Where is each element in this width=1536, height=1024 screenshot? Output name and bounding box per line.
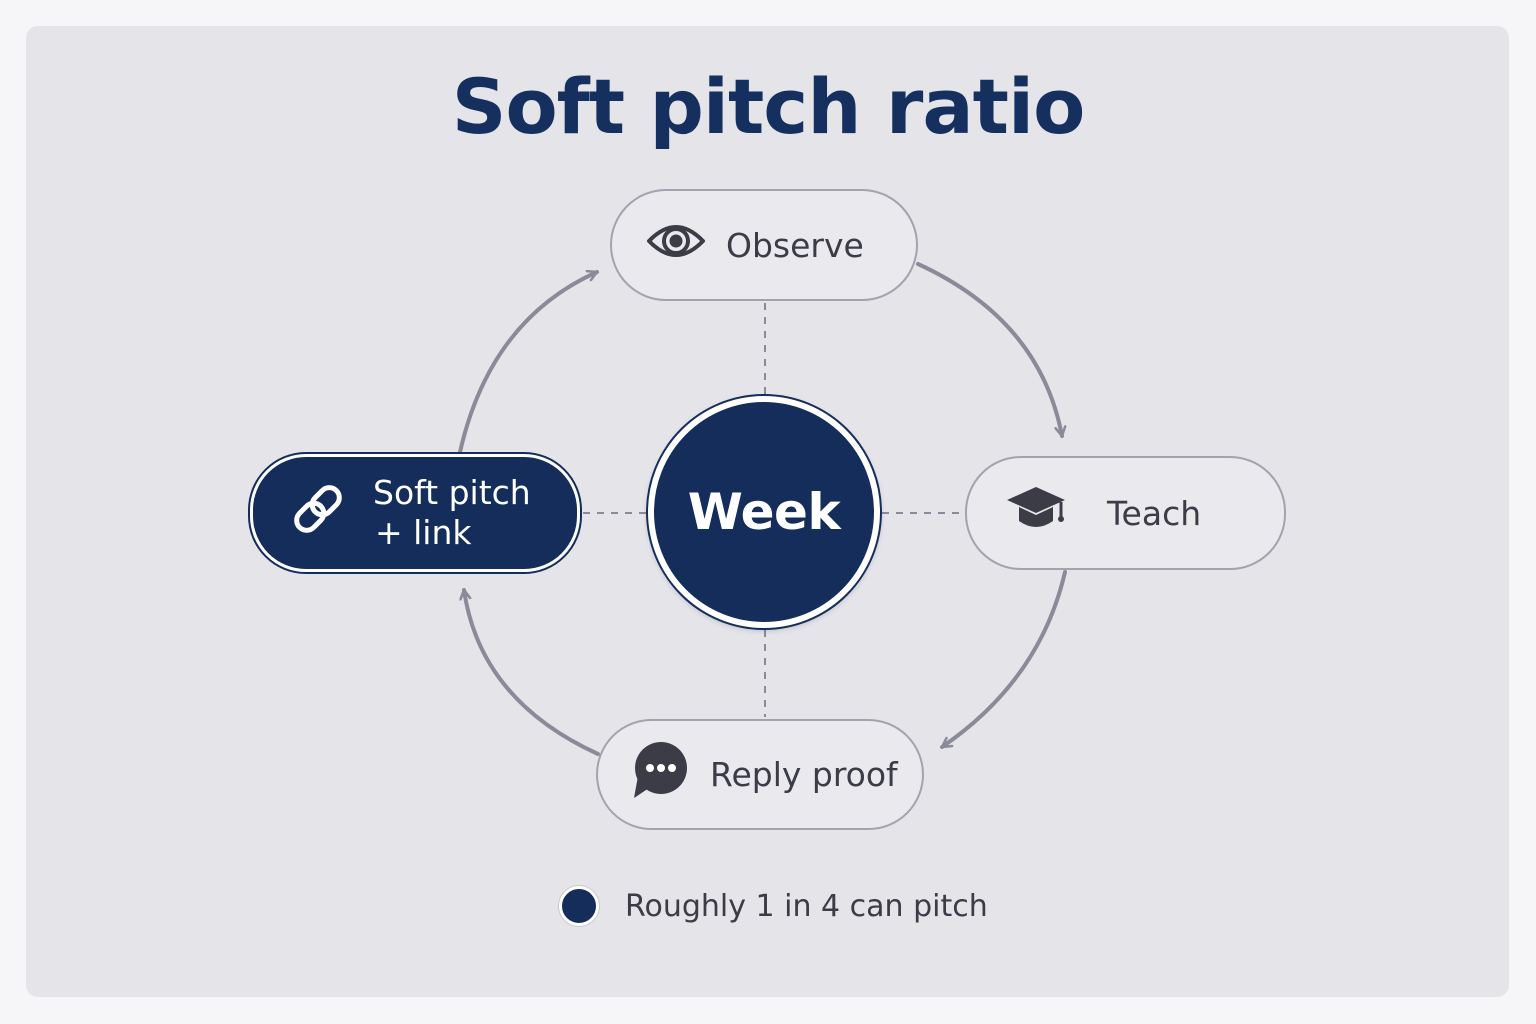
node-soft-pitch: Soft pitch + link — [250, 454, 580, 572]
arc-observe-to-teach — [916, 262, 1062, 438]
link-icon — [289, 480, 347, 546]
legend-swatch — [559, 886, 599, 926]
graduation-cap-icon — [1005, 483, 1067, 543]
diagram-title: Soft pitch ratio — [451, 62, 1086, 151]
node-teach-label: Teach — [1107, 493, 1202, 533]
chat-bubble-icon — [630, 741, 690, 808]
arc-reply-to-pitch — [464, 588, 600, 756]
hub-week: Week — [648, 396, 880, 628]
node-reply-proof: Reply proof — [596, 719, 924, 830]
eye-icon — [646, 219, 706, 271]
legend-text: Roughly 1 in 4 can pitch — [625, 888, 988, 924]
arc-pitch-to-observe — [458, 272, 599, 454]
node-teach: Teach — [965, 456, 1286, 570]
node-observe-label: Observe — [726, 225, 864, 265]
node-soft-pitch-label-line2: + link — [375, 513, 472, 552]
arc-teach-to-reply — [940, 570, 1067, 749]
node-soft-pitch-label-line1: Soft pitch — [373, 473, 531, 512]
node-observe: Observe — [610, 189, 918, 301]
node-reply-proof-label: Reply proof — [710, 755, 898, 794]
node-soft-pitch-label: Soft pitch + link — [373, 473, 531, 553]
hub-label: Week — [687, 483, 841, 541]
legend: Roughly 1 in 4 can pitch — [559, 886, 988, 926]
